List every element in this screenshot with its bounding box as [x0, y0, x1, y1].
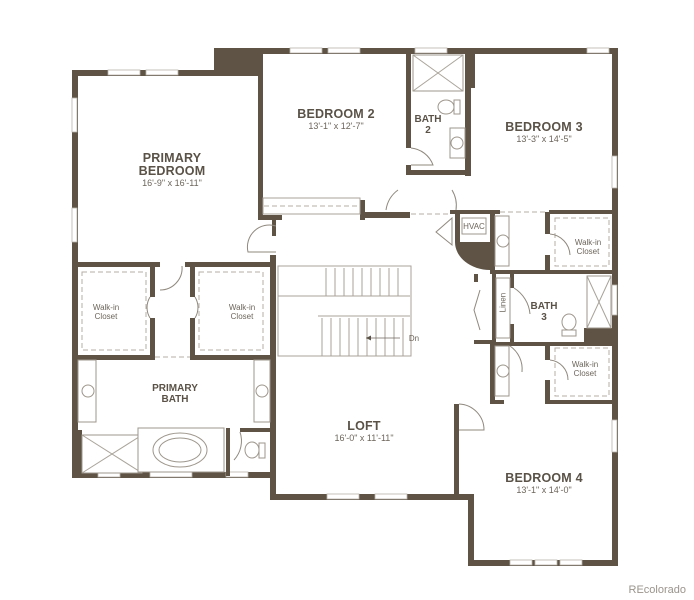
room-label-primary-bedroom: PRIMARY BEDROOM 16'-9" x 16'-11"	[138, 151, 206, 189]
room-label-linen: Linen	[498, 293, 507, 313]
room-label-hvac: HVAC	[463, 222, 485, 231]
watermark: REcolorado	[628, 584, 686, 596]
room-label-walkin-closet-right: Walk-in Closet	[229, 303, 255, 321]
toilet-icon	[437, 99, 455, 115]
closet-label: Walk-in	[571, 360, 599, 369]
stairs-direction-label: Dn	[409, 334, 419, 343]
room-label-bath-2: BATH 2	[414, 114, 442, 136]
closet-label: Closet	[573, 369, 597, 379]
sink-icon	[81, 384, 95, 398]
room-dimensions: 16'-9" x 16'-11"	[142, 178, 202, 189]
closet-label: Walk-in	[574, 238, 602, 247]
room-dimensions: 13'-1" x 14'-0"	[516, 485, 572, 496]
sink-icon	[450, 136, 464, 150]
room-name: PRIMARY	[142, 151, 202, 165]
room-name: LOFT	[347, 419, 381, 433]
room-label-walkin-closet-e: Walk-in Closet	[572, 360, 598, 378]
interior-walls	[72, 48, 618, 476]
room-name: PRIMARY	[152, 383, 198, 394]
closet-label: Walk-in	[92, 303, 120, 312]
room-label-loft: LOFT 16'-0" x 11'-11"	[334, 419, 394, 444]
room-name: BEDROOM 4	[505, 471, 583, 485]
bedroom2-closet	[262, 197, 361, 215]
room-name: 3	[541, 311, 547, 323]
closet-shelves	[81, 205, 610, 397]
sink-icon	[255, 384, 269, 398]
room-dimensions: 13'-3" x 14'-5"	[516, 134, 572, 145]
room-label-bath-3: BATH 3	[530, 301, 558, 323]
room-label-bedroom-4: BEDROOM 4 13'-1" x 14'-0"	[505, 471, 583, 496]
closet-label: Closet	[230, 312, 254, 322]
room-label-primary-bath: PRIMARY BATH	[152, 383, 198, 405]
room-dimensions: 13'-1" x 12'-7"	[308, 121, 364, 132]
room-name: BATH	[530, 301, 558, 312]
room-label-walkin-closet-left: Walk-in Closet	[93, 303, 119, 321]
room-label-bedroom-2: BEDROOM 2 13'-1" x 12'-7"	[297, 107, 375, 132]
staircase[interactable]	[277, 265, 412, 357]
room-name: 2	[425, 124, 431, 136]
closet-label: Closet	[94, 312, 118, 322]
fixtures	[77, 54, 612, 474]
room-label-bedroom-3: BEDROOM 3 13'-3" x 14'-5"	[505, 120, 583, 145]
closet-label: Walk-in	[228, 303, 256, 312]
toilet-icon	[244, 441, 260, 459]
sink-icon	[496, 234, 510, 248]
room-name: BEDROOM 3	[505, 120, 583, 134]
sink-icon	[496, 364, 510, 378]
closet-label: Closet	[576, 247, 600, 257]
doors	[146, 147, 571, 461]
hvac-label: HVAC	[463, 222, 485, 231]
room-name: BATH	[414, 114, 442, 125]
room-name: BATH	[161, 393, 189, 405]
room-name: BEDROOM	[138, 164, 206, 179]
stairs-dn-label: Dn	[408, 334, 420, 343]
room-name: BEDROOM 2	[297, 107, 375, 121]
linen-label: Linen	[498, 292, 508, 313]
arrow-left-icon	[366, 335, 371, 341]
toilet-icon	[561, 313, 577, 331]
room-label-walkin-closet-ne: Walk-in Closet	[575, 238, 601, 256]
room-dimensions: 16'-0" x 11'-11"	[334, 433, 394, 444]
